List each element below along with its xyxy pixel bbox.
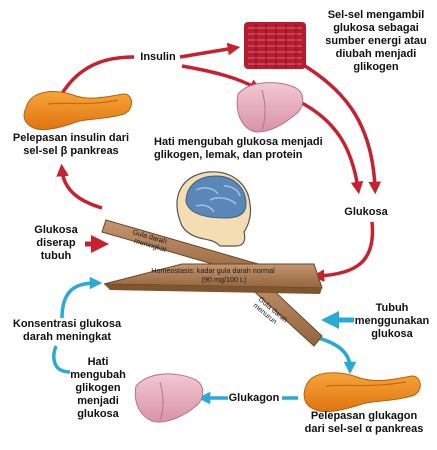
arrow-seesaw-to-pancreas-right	[317, 336, 357, 375]
human-head-brain-icon	[176, 171, 252, 247]
arrow-concentration-to-seesaw	[60, 276, 103, 319]
arrow-glucose-to-seesaw	[311, 221, 375, 282]
insulin-release-label: Pelepasan insulin dari sel-sel β pankrea…	[12, 132, 130, 157]
homeostasis-line-1: Homeostasis: kadar gula darah normal	[151, 266, 275, 275]
liver-bottom-icon	[134, 373, 204, 423]
pancreas-top-icon	[23, 91, 132, 131]
muscle-uptake-label: Sel-sel mengambil glukosa sebagai sumber…	[325, 9, 427, 73]
glucagon-release-label: Pelepasan glukagon dari sel-sel α pankre…	[304, 410, 424, 435]
arrow-liver-to-glucose	[299, 100, 364, 195]
arrow-pancreas-to-insulin	[58, 55, 135, 98]
liver-glycogen-label: Hati mengubah glikogen menjadi glukosa	[70, 356, 126, 420]
seesaw-pivot	[103, 263, 323, 289]
seesaw	[101, 219, 323, 347]
homeostasis-line-2: (90 mg/100 L)	[202, 275, 247, 284]
concentration-up-label: Konsentrasi glukosa darah meningkat	[12, 318, 122, 343]
arrow-insulin-to-liver	[181, 64, 262, 92]
upper-plank-label: Gula darah meningkat	[129, 227, 170, 254]
arrow-liver-to-concentration	[52, 345, 71, 374]
liver-converts-label: Hati mengubah glukosa menjadi glikogen, …	[154, 136, 323, 161]
body-uses-glucose-label: Tubuh menggunakan glukosa	[354, 302, 430, 340]
insulin-label: Insulin	[140, 51, 176, 63]
arrow-seesaw-to-pancreas	[56, 163, 103, 210]
liver-top-icon	[236, 82, 304, 133]
glucagon-label: Glukagon	[228, 392, 280, 404]
muscle-cells-icon	[244, 22, 306, 69]
glucose-label: Glukosa	[344, 206, 388, 218]
arrow-insulin-to-muscle	[179, 42, 241, 59]
pancreas-bottom-icon	[303, 372, 421, 413]
insulin-feedback-arrows	[56, 42, 382, 282]
glucose-absorbed-label: Glukosa diserap tubuh	[34, 224, 78, 262]
arrow-muscle-to-glucose	[301, 62, 382, 195]
glucagon-feedback-arrows	[52, 276, 357, 405]
